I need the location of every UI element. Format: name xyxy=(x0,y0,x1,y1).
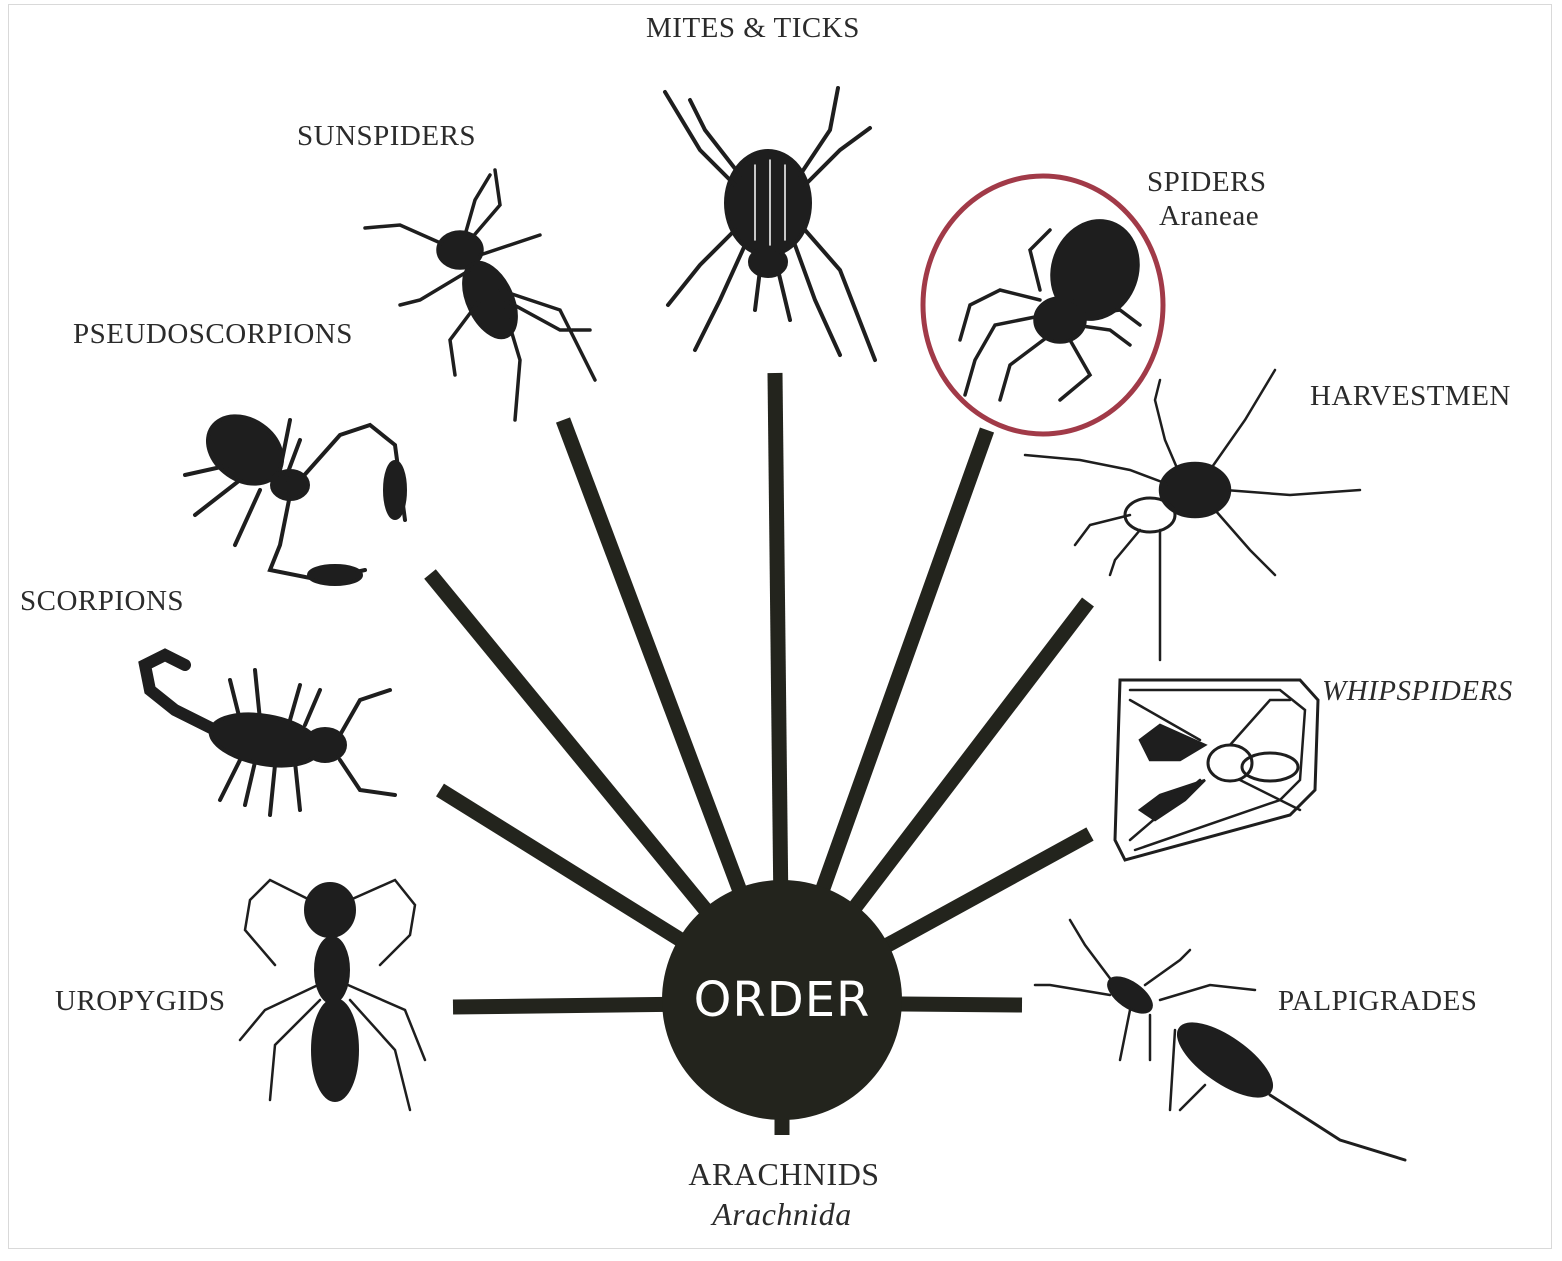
label-harvestmen: HARVESTMEN xyxy=(1310,380,1511,412)
label-uropygids: UROPYGIDS xyxy=(55,985,226,1017)
label-root-scientific: Arachnida xyxy=(712,1196,852,1232)
order-hub xyxy=(662,880,902,1120)
tick-illustration xyxy=(663,86,877,362)
uropygid-illustration xyxy=(238,878,427,1112)
spider-highlight-ring xyxy=(920,173,1166,437)
diagram-frame xyxy=(8,4,1552,1249)
whipspider-illustration xyxy=(1113,678,1320,862)
label-spiders: SPIDERS xyxy=(1147,166,1267,198)
scorpion-illustration xyxy=(138,648,397,817)
label-root-common: ARACHNIDS xyxy=(688,1156,880,1192)
label-mites-ticks: MITES & TICKS xyxy=(646,12,860,44)
label-scorpions: SCORPIONS xyxy=(20,585,185,617)
spider-illustration xyxy=(958,219,1142,402)
label-palpigrades: PALPIGRADES xyxy=(1278,985,1478,1017)
palpigrade-illustration xyxy=(1033,918,1407,1162)
label-whipspiders: WHIPSPIDERS xyxy=(1322,675,1513,707)
label-spiders-scientific: Araneae xyxy=(1159,200,1260,232)
order-hub-label: ORDER xyxy=(693,972,871,1028)
harvestman-illustration xyxy=(1023,368,1362,662)
label-pseudoscorpions: PSEUDOSCORPIONS xyxy=(73,318,353,350)
pseudoscorpion-illustration xyxy=(183,414,407,586)
sunspider-illustration xyxy=(363,168,597,422)
label-sunspiders: SUNSPIDERS xyxy=(297,120,477,152)
